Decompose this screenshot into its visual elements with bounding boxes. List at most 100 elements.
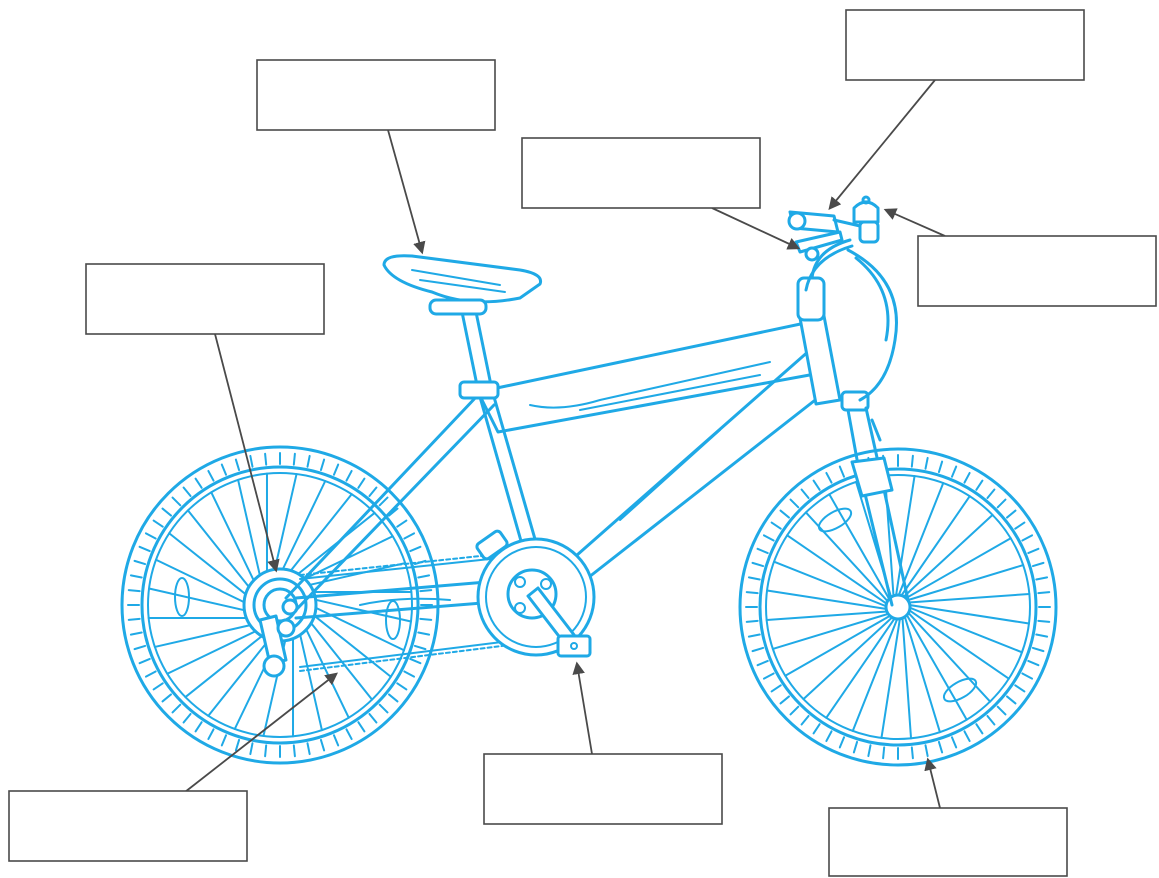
- tread-mark: [129, 574, 143, 579]
- spoke: [786, 534, 890, 606]
- spoke: [148, 587, 252, 613]
- tread-mark: [220, 734, 228, 747]
- tread-mark: [1035, 576, 1049, 581]
- tread-mark: [747, 576, 761, 581]
- tread-mark: [396, 519, 408, 528]
- tread-mark: [1027, 659, 1040, 667]
- tread-mark: [138, 545, 151, 553]
- tread-mark: [129, 631, 143, 636]
- tread-mark: [779, 695, 791, 705]
- spoke: [903, 613, 941, 734]
- tread-mark: [986, 488, 996, 500]
- tread-mark: [357, 477, 366, 489]
- spoke: [184, 631, 268, 699]
- tread-mark: [152, 519, 164, 528]
- tread-mark: [838, 736, 846, 749]
- leader-rear-gears: [214, 333, 280, 573]
- tread-mark: [1005, 695, 1017, 705]
- tread-mark: [800, 714, 810, 726]
- spoke: [308, 597, 412, 623]
- front-spokes: [765, 474, 1031, 740]
- spoke: [309, 604, 405, 652]
- tread-mark: [292, 744, 296, 758]
- tread-mark: [1037, 619, 1051, 623]
- spoke: [279, 480, 327, 576]
- tread-mark: [996, 705, 1007, 716]
- tread-mark: [345, 728, 353, 741]
- label-box-tyre[interactable]: [828, 807, 1068, 877]
- tread-mark: [171, 496, 182, 507]
- tread-mark: [306, 742, 311, 756]
- spoke: [302, 622, 350, 719]
- tread-mark: [207, 728, 215, 741]
- spoke: [153, 622, 258, 648]
- tread-mark: [1014, 684, 1026, 693]
- spoke: [784, 613, 893, 677]
- tread-mark: [996, 498, 1007, 509]
- spoke: [897, 482, 945, 598]
- tread-mark: [937, 460, 944, 474]
- label-box-chain[interactable]: [8, 790, 248, 862]
- brake-lever: [794, 230, 844, 254]
- spoke: [825, 615, 897, 719]
- spoke: [771, 612, 892, 650]
- label-box-bell[interactable]: [917, 235, 1157, 307]
- tread-mark: [812, 723, 821, 735]
- handlebar-assembly: [787, 195, 880, 322]
- spoke: [168, 532, 252, 600]
- tread-mark: [194, 721, 203, 733]
- tread-mark: [838, 465, 846, 478]
- leader-bell: [883, 208, 946, 237]
- spoke: [308, 610, 392, 678]
- rear-tyre-tread: [127, 452, 433, 758]
- rear-wheel: [120, 445, 440, 765]
- tread-mark: [986, 714, 996, 726]
- leader-brake-lever: [711, 207, 801, 250]
- tread-mark: [403, 532, 416, 540]
- spoke: [899, 495, 971, 599]
- tread-mark: [319, 738, 326, 752]
- tread-mark: [825, 471, 833, 484]
- tread-mark: [751, 646, 765, 653]
- spoke: [906, 592, 1031, 604]
- tread-mark: [789, 498, 800, 509]
- spoke: [901, 513, 994, 599]
- tread-mark: [745, 591, 759, 595]
- tread-mark: [264, 452, 268, 466]
- tread-mark: [825, 730, 833, 743]
- tread-mark: [133, 559, 147, 566]
- label-box-brake-lever[interactable]: [521, 137, 761, 209]
- pedal: [556, 634, 592, 658]
- brake-cable: [846, 248, 898, 402]
- tread-mark: [249, 454, 254, 468]
- tread-mark: [950, 465, 958, 478]
- label-box-pedal[interactable]: [483, 753, 723, 825]
- tread-mark: [756, 547, 769, 555]
- tread-mark: [762, 672, 775, 680]
- tread-mark: [924, 744, 929, 758]
- spoke: [166, 627, 263, 675]
- tread-mark: [1021, 534, 1034, 542]
- label-box-handlebar-grip[interactable]: [845, 9, 1085, 81]
- tread-mark: [127, 589, 141, 593]
- spoke: [907, 606, 1023, 654]
- spoke: [207, 633, 275, 717]
- spoke: [894, 475, 916, 599]
- label-box-saddle[interactable]: [256, 59, 496, 131]
- tread-mark: [882, 746, 886, 760]
- tread-mark: [357, 721, 366, 733]
- tread-mark: [867, 744, 872, 758]
- tread-mark: [975, 479, 984, 491]
- tread-mark: [963, 730, 971, 743]
- bell: [852, 200, 880, 224]
- tread-mark: [127, 617, 141, 621]
- tread-mark: [963, 471, 971, 484]
- tread-mark: [182, 712, 192, 724]
- label-box-rear-gears[interactable]: [85, 263, 325, 335]
- tread-mark: [387, 693, 399, 703]
- tread-mark: [924, 456, 929, 470]
- leader-pedal: [572, 661, 593, 755]
- spoke: [210, 491, 258, 588]
- tread-mark: [234, 458, 241, 472]
- saddle: [382, 254, 543, 400]
